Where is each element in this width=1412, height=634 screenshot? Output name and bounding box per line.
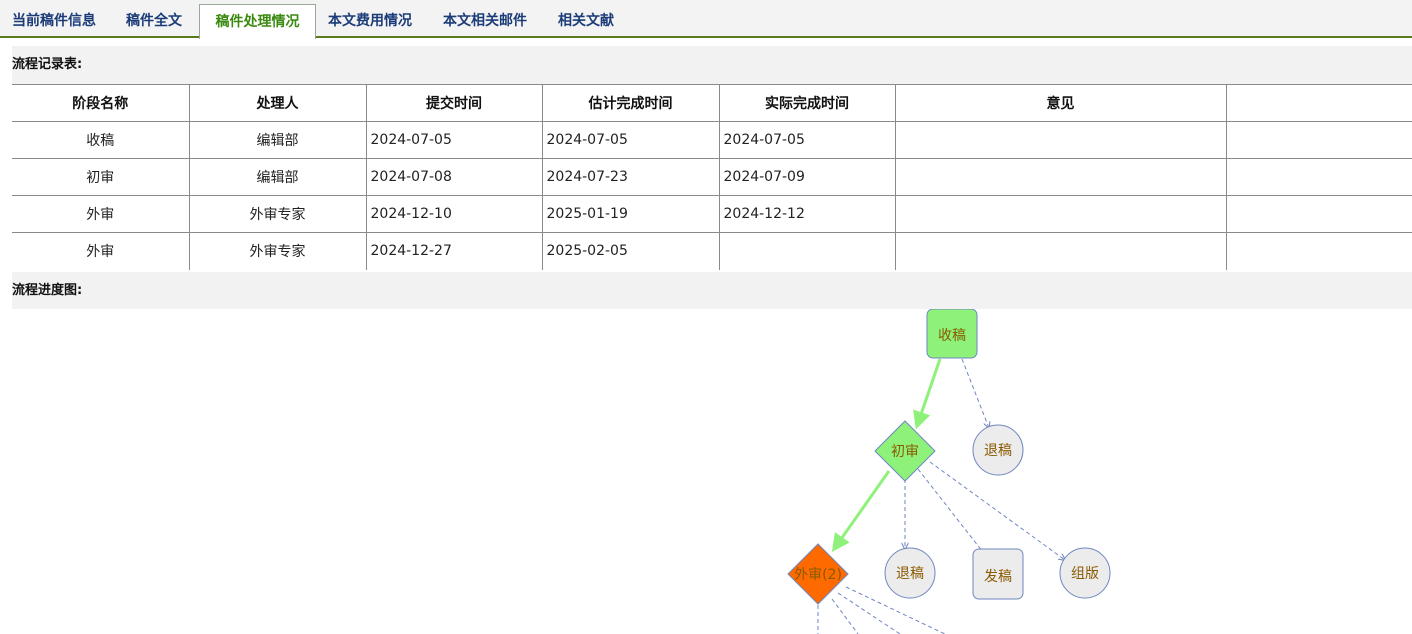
tab-fee-status[interactable]: 本文费用情况 [328,13,412,29]
cell-handler: 外审专家 [189,232,367,270]
cell-submit-time: 2024-12-27 [366,232,543,270]
tab-full-text[interactable]: 稿件全文 [126,13,182,29]
record-table-title: 流程记录表: [12,46,1412,84]
header-submit-time: 提交时间 [366,84,543,122]
cell-extra [1226,158,1412,196]
cell-handler: 外审专家 [189,195,367,233]
node-shougao-label: 收稿 [938,328,966,344]
cell-extra [1226,232,1412,270]
tab-related-literature[interactable]: 相关文献 [558,13,614,29]
table-row: 外审 外审专家 2024-12-27 2025-02-05 [12,232,1412,270]
tab-processing-status[interactable]: 稿件处理情况 [199,4,316,39]
cell-actual-time [719,232,896,270]
cell-opinion [895,232,1227,270]
edge-chushen-waishen [831,470,891,552]
node-fagao-label: 发稿 [984,569,1012,585]
cell-submit-time: 2024-07-08 [366,158,543,196]
node-fagao: 发稿 [972,548,1024,600]
table-row: 外审 外审专家 2024-12-10 2025-01-19 2024-12-12 [12,195,1412,233]
cell-estimated-time: 2025-01-19 [542,195,720,233]
node-waishen-label: 外审(2) [794,567,842,583]
cell-stage: 收稿 [12,121,190,159]
cell-opinion [895,158,1227,196]
edge-chushen-fagao [917,468,986,556]
edge-shougao-chushen [913,358,942,430]
cell-handler: 编辑部 [189,158,367,196]
cell-opinion [895,121,1227,159]
node-shougao: 收稿 [926,309,978,359]
header-stage-name: 阶段名称 [12,84,190,122]
cell-opinion [895,195,1227,233]
cell-estimated-time: 2025-02-05 [542,232,720,270]
header-estimated-time: 估计完成时间 [542,84,720,122]
cell-actual-time: 2024-07-05 [719,121,896,159]
cell-stage: 外审 [12,232,190,270]
cell-extra [1226,195,1412,233]
header-opinion: 意见 [895,84,1227,122]
node-tuigao-1-label: 退稿 [984,443,1012,459]
tab-current-manuscript-info[interactable]: 当前稿件信息 [12,13,96,29]
table-header-row: 阶段名称 处理人 提交时间 估计完成时间 实际完成时间 意见 [12,84,1412,122]
node-chushen-label: 初审 [891,443,919,460]
edge-waishen-down-2 [831,598,859,634]
process-flow-diagram: 收稿 初审 退稿 外审(2) 退稿 发稿 组版 [787,309,1111,634]
header-extra [1226,84,1412,122]
header-handler: 处理人 [189,84,367,122]
cell-actual-time: 2024-12-12 [719,195,896,233]
cell-stage: 外审 [12,195,190,233]
tab-related-emails[interactable]: 本文相关邮件 [443,13,527,29]
tab-bar: 当前稿件信息 稿件全文 稿件处理情况 本文费用情况 本文相关邮件 相关文献 [0,0,1412,39]
node-tuigao-2: 退稿 [884,547,936,599]
process-record-table: 阶段名称 处理人 提交时间 估计完成时间 实际完成时间 意见 收稿 编辑部 20… [12,84,1412,270]
cell-extra [1226,121,1412,159]
edge-waishen-down-3 [837,592,901,634]
cell-estimated-time: 2024-07-05 [542,121,720,159]
cell-submit-time: 2024-07-05 [366,121,543,159]
edge-waishen-down-4 [845,586,946,634]
table-row: 初审 编辑部 2024-07-08 2024-07-23 2024-07-09 [12,158,1412,196]
node-zuban-label: 组版 [1071,566,1099,582]
header-actual-time: 实际完成时间 [719,84,896,122]
node-tuigao-2-label: 退稿 [896,566,924,582]
edge-shougao-tuigao [961,358,989,428]
table-row: 收稿 编辑部 2024-07-05 2024-07-05 2024-07-05 [12,121,1412,159]
progress-chart-title: 流程进度图: [12,272,1412,309]
cell-handler: 编辑部 [189,121,367,159]
node-tuigao-1: 退稿 [972,424,1024,476]
node-waishen: 外审(2) [787,543,849,605]
cell-submit-time: 2024-12-10 [366,195,543,233]
node-chushen: 初审 [874,420,936,482]
cell-estimated-time: 2024-07-23 [542,158,720,196]
cell-actual-time: 2024-07-09 [719,158,896,196]
cell-stage: 初审 [12,158,190,196]
node-zuban: 组版 [1059,547,1111,599]
